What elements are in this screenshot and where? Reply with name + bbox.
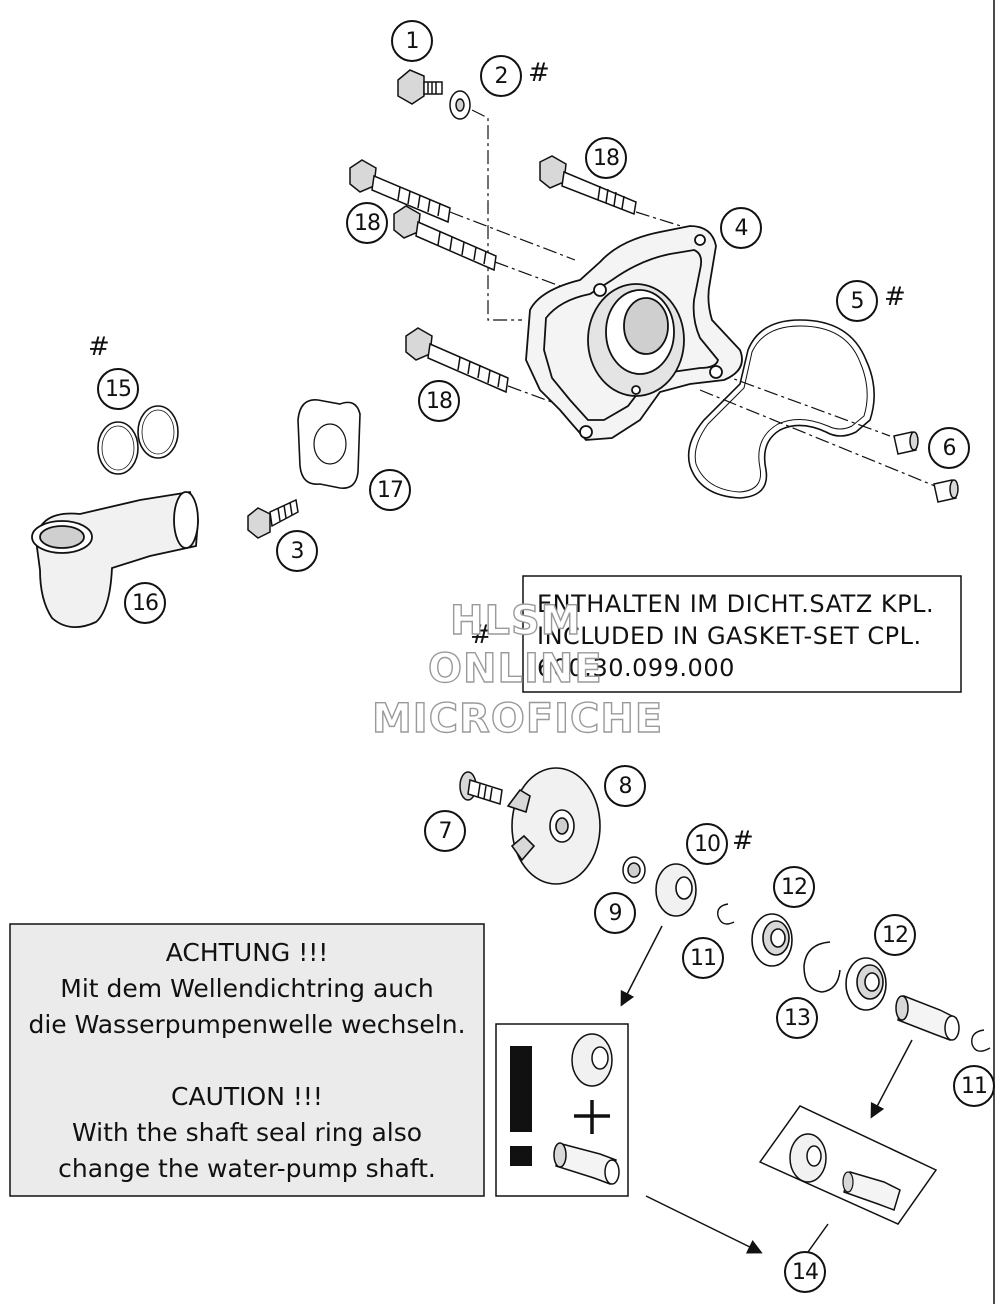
long-bolt-part-18-bottom [405,327,509,394]
caution-de-title: ACHTUNG !!! [165,938,329,967]
callout-11-lower: 11 [953,1065,995,1107]
circlip-part-11-lower [971,1029,991,1052]
callout-14: 14 [784,1251,826,1293]
callout-6: 6 [928,427,970,469]
flange-gasket-part-17 [297,399,361,489]
callout-2: 2 [480,55,522,97]
flange-bolt-part-1 [397,69,443,105]
gasket-note-hash: # [470,620,492,650]
retaining-ring-part-13 [803,941,841,993]
callout-5: 5 [836,280,878,322]
circlip-part-11-upper [717,903,735,925]
water-pump-shaft [895,994,960,1041]
callout-10: 10 [686,823,728,865]
gasket-note-line-3: 600.30.099.000 [537,654,735,682]
callout-11-upper: 11 [682,937,724,979]
caution-note: ACHTUNG !!! Mit dem Wellendichtring auch… [12,935,482,1187]
water-pump-cover-part-4 [525,225,743,441]
watermark-line-2: ONLINE [427,645,603,692]
gasket-set-note-box [522,575,962,693]
hash-mark-15: # [88,332,110,362]
short-bolt-part-3 [247,498,299,539]
caution-de-line-1: Mit dem Wellendichtring auch [60,974,434,1003]
callout-15: 15 [97,368,139,410]
caution-en-line-1: With the shaft seal ring also [71,1118,423,1147]
callout-12-right: 12 [874,914,916,956]
inset-pump-shaft [553,1142,620,1185]
hash-mark-5: # [884,282,906,312]
gasket-note-line-1: ENTHALTEN IM DICHT.SATZ KPL. [537,590,935,618]
watermark-line-3: MICROFICHE [371,695,664,742]
caution-en-title: CAUTION !!! [171,1082,323,1111]
repair-kit-box-part-14 [758,1105,938,1225]
inset-shaft-seal [571,1033,613,1087]
hash-mark-2: # [528,58,550,88]
reference-arrows [620,925,913,1254]
caution-en-line-2: change the water-pump shaft. [58,1154,436,1183]
caution-note-box [9,923,485,1197]
watermark-line-1: HLSM [449,597,582,644]
long-bolt-part-18-upper-left [349,159,451,224]
callout-12-left: 12 [773,866,815,908]
callout-7: 7 [424,810,466,852]
callout-8: 8 [604,765,646,807]
shim-part-9 [622,856,646,884]
impeller-bolt-part-7 [459,771,503,805]
callout-1: 1 [391,20,433,62]
gasket-note-line-2: INCLUDED IN GASKET-SET CPL. [537,622,922,650]
hash-mark-10: # [732,826,754,856]
dowel-pin-part-6 [893,431,959,503]
bearing-part-12-right [845,957,887,1011]
callout-3: 3 [276,530,318,572]
exclamation-icon [510,1046,532,1132]
caution-de-line-2: die Wasserpumpenwelle wechseln. [28,1010,466,1039]
callout-16: 16 [124,582,166,624]
callout-9: 9 [594,892,636,934]
callout-4: 4 [720,207,762,249]
callout-18-left: 18 [346,202,388,244]
washer-part-2 [449,90,471,120]
callout-18-top: 18 [585,137,627,179]
o-ring-part-15 [97,405,179,475]
bearing-part-12-left [751,913,793,967]
callout-17: 17 [369,469,411,511]
long-bolt-part-18-lower-left [393,205,497,272]
plus-icon [574,1100,610,1134]
callout-13: 13 [776,997,818,1039]
gasket-set-note: ENTHALTEN IM DICHT.SATZ KPL. INCLUDED IN… [537,588,934,684]
shaft-seal-ring-part-10 [655,863,697,917]
impeller-part-8 [506,767,601,885]
long-bolt-part-18-top [539,155,637,216]
cover-gasket-part-5 [687,319,875,499]
callout-18-bottom: 18 [418,380,460,422]
water-pipe-elbow-part-16 [31,490,199,628]
